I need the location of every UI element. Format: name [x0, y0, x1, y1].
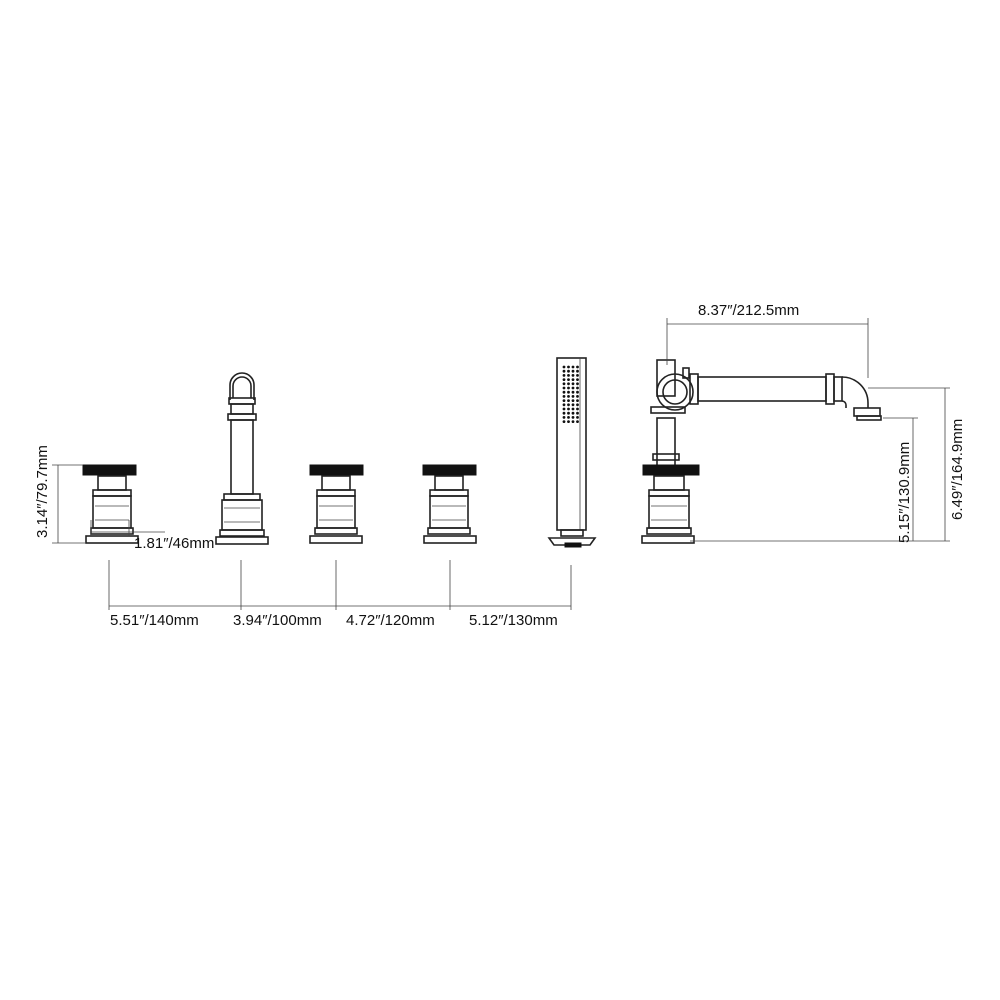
shower-spray-holes [562, 365, 579, 423]
spray-hole [576, 403, 579, 407]
handle-valve-2 [309, 464, 364, 544]
spray-hole [562, 395, 566, 398]
spray-hole [576, 365, 579, 369]
handle-valve-3 [422, 464, 477, 544]
spray-hole [571, 369, 575, 373]
spray-hole [567, 416, 570, 419]
spout-reach-label: 8.37″/212.5mm [698, 302, 799, 319]
spray-hole [571, 399, 575, 402]
base-diameter-label: 1.81″/46mm [134, 535, 214, 552]
spray-hole [567, 395, 570, 398]
spray-hole [576, 378, 579, 381]
spray-hole [571, 395, 575, 398]
spacing-2-label: 3.94″/100mm [233, 612, 322, 629]
spray-hole [567, 407, 570, 411]
spacing-4-label: 5.12″/130mm [469, 612, 558, 629]
spray-hole [567, 399, 570, 402]
spray-hole [562, 420, 566, 423]
spray-hole [567, 386, 570, 390]
spray-hole [571, 407, 575, 411]
spacing-3-label: 4.72″/120mm [346, 612, 435, 629]
spray-hole [571, 378, 575, 381]
spray-hole [562, 407, 566, 411]
spray-hole [576, 399, 579, 402]
spray-hole [562, 399, 566, 402]
spray-hole [571, 403, 575, 407]
spray-hole [576, 369, 579, 373]
spout-outlet-height-label: 5.15″/130.9mm [896, 442, 913, 543]
spray-hole [571, 365, 575, 369]
spray-hole [567, 369, 570, 373]
spray-hole [562, 374, 566, 377]
spray-hole [567, 374, 570, 377]
spray-hole [562, 386, 566, 390]
spacing-1-label: 5.51″/140mm [110, 612, 199, 629]
spray-hole [576, 386, 579, 390]
spray-hole [562, 390, 566, 394]
spray-hole [571, 420, 575, 423]
spray-hole [562, 382, 566, 386]
spray-hole [576, 411, 579, 415]
spray-hole [576, 374, 579, 377]
spray-hole [571, 416, 575, 419]
spray-hole [571, 374, 575, 377]
spray-hole [567, 390, 570, 394]
diverter-valve-spout [641, 359, 882, 544]
spray-hole [571, 382, 575, 386]
spray-hole [562, 369, 566, 373]
spray-hole [567, 420, 570, 423]
spray-hole [571, 411, 575, 415]
spray-hole [576, 395, 579, 398]
spray-hole [567, 382, 570, 386]
spout-total-height-label: 6.49″/164.9mm [949, 419, 966, 520]
spray-hole [567, 365, 570, 369]
handle-valve-1 [82, 464, 139, 544]
spray-hole [567, 411, 570, 415]
hand-shower [547, 357, 597, 548]
spray-hole [567, 403, 570, 407]
spray-hole [576, 382, 579, 386]
spray-hole [576, 416, 579, 419]
spray-hole [562, 365, 566, 369]
spray-hole [567, 378, 570, 381]
spray-hole [571, 390, 575, 394]
spray-hole [562, 403, 566, 407]
tub-spout [215, 372, 269, 545]
handle-height-label: 3.14″/79.7mm [34, 445, 51, 538]
spray-hole [562, 411, 566, 415]
spray-hole [576, 420, 579, 423]
spray-hole [562, 416, 566, 419]
spray-hole [576, 390, 579, 394]
spray-hole [562, 378, 566, 381]
spray-hole [576, 407, 579, 411]
dimension-lines [52, 318, 950, 610]
spray-hole [571, 386, 575, 390]
